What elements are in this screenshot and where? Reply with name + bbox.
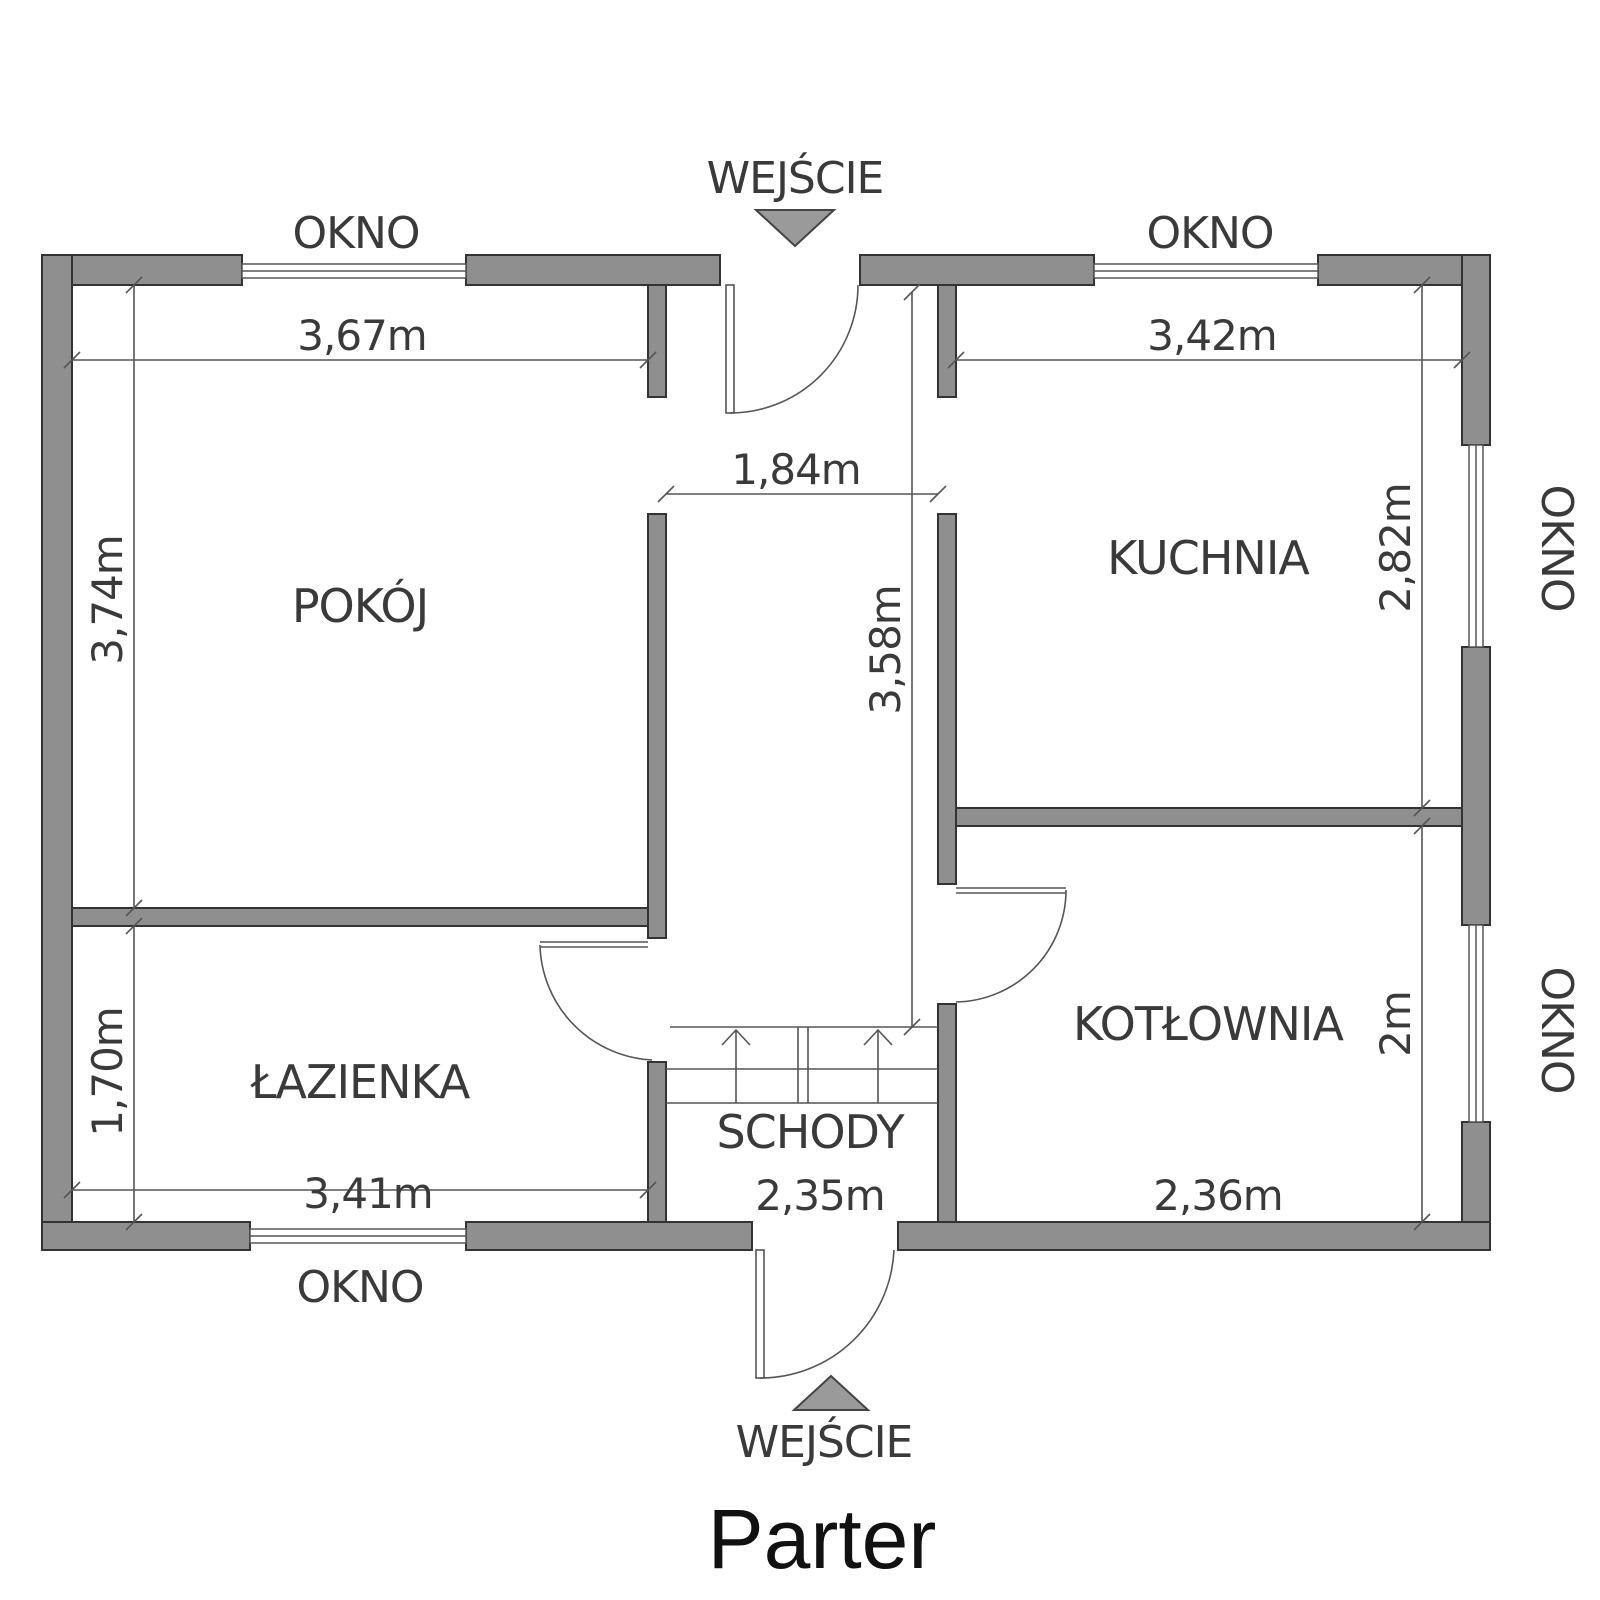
wall-kuchnia-kotlownia	[955, 807, 1463, 827]
dim-pokoj-height: 3,74m	[83, 535, 132, 664]
entrance-bottom-label: WEJŚCIE	[736, 1415, 913, 1468]
walls	[41, 254, 1491, 1251]
door-lazienka	[539, 941, 653, 1061]
wall-right-mid	[1461, 646, 1491, 926]
doors	[539, 284, 1067, 1379]
room-schody: SCHODY	[716, 1105, 905, 1159]
room-pokoj: POKÓJ	[292, 579, 428, 633]
wall-kuchnia-hall	[937, 513, 957, 885]
wall-lazienka-hall	[647, 1061, 667, 1223]
room-lazienka: ŁAZIENKA	[250, 1055, 471, 1109]
entrance-top-label: WEJŚCIE	[707, 151, 884, 204]
wall-bottom-right	[897, 1221, 1491, 1251]
wall-right-top	[1461, 254, 1491, 446]
dim-kotlownia-height: 2m	[1371, 991, 1420, 1057]
wall-top-mid-left	[465, 254, 721, 286]
dim-hall-height: 3,58m	[861, 585, 910, 714]
dim-pokoj-width: 3,67m	[297, 311, 426, 360]
dim-lazienka-height: 1,70m	[83, 1007, 132, 1136]
dim-schody-width: 2,35m	[755, 1171, 884, 1220]
room-kuchnia: KUCHNIA	[1107, 531, 1310, 585]
dim-kotlownia-width: 2,36m	[1153, 1171, 1282, 1220]
wall-bottom-mid-left	[465, 1221, 753, 1251]
dimension-lines	[63, 276, 1471, 1231]
wall-pokoj-lazienka	[71, 907, 649, 927]
footer-title: Parter	[708, 1492, 937, 1586]
door-top-entrance	[725, 284, 859, 414]
window-bottom-left-label: OKNO	[296, 1262, 423, 1313]
dim-kuchnia-width: 3,42m	[1147, 311, 1276, 360]
entrance-bottom-arrow	[791, 1374, 871, 1411]
door-kotlownia	[955, 887, 1067, 1003]
wall-left	[41, 254, 73, 1251]
dim-kuchnia-height: 2,82m	[1371, 483, 1420, 612]
stairs	[666, 1026, 938, 1104]
windows	[241, 263, 1484, 1244]
window-top-left-label: OKNO	[292, 208, 419, 259]
wall-top-mid-right	[859, 254, 1095, 286]
window-right-lower-label: OKNO	[1531, 966, 1582, 1093]
dim-lazienka-width: 3,41m	[303, 1169, 432, 1218]
wall-pokoj-stub	[647, 284, 667, 398]
wall-pokoj-hall	[647, 513, 667, 939]
window-right-upper-label: OKNO	[1531, 484, 1582, 611]
wall-kotlownia-hall	[937, 1003, 957, 1223]
door-bottom-entrance	[755, 1249, 895, 1379]
wall-kuchnia-stub	[937, 284, 957, 398]
wall-bottom-left	[41, 1221, 251, 1251]
room-kotlownia: KOTŁOWNIA	[1073, 997, 1344, 1051]
window-top-right-label: OKNO	[1146, 208, 1273, 259]
entrance-top-arrow	[753, 209, 837, 248]
dim-hall-width: 1,84m	[731, 445, 860, 494]
